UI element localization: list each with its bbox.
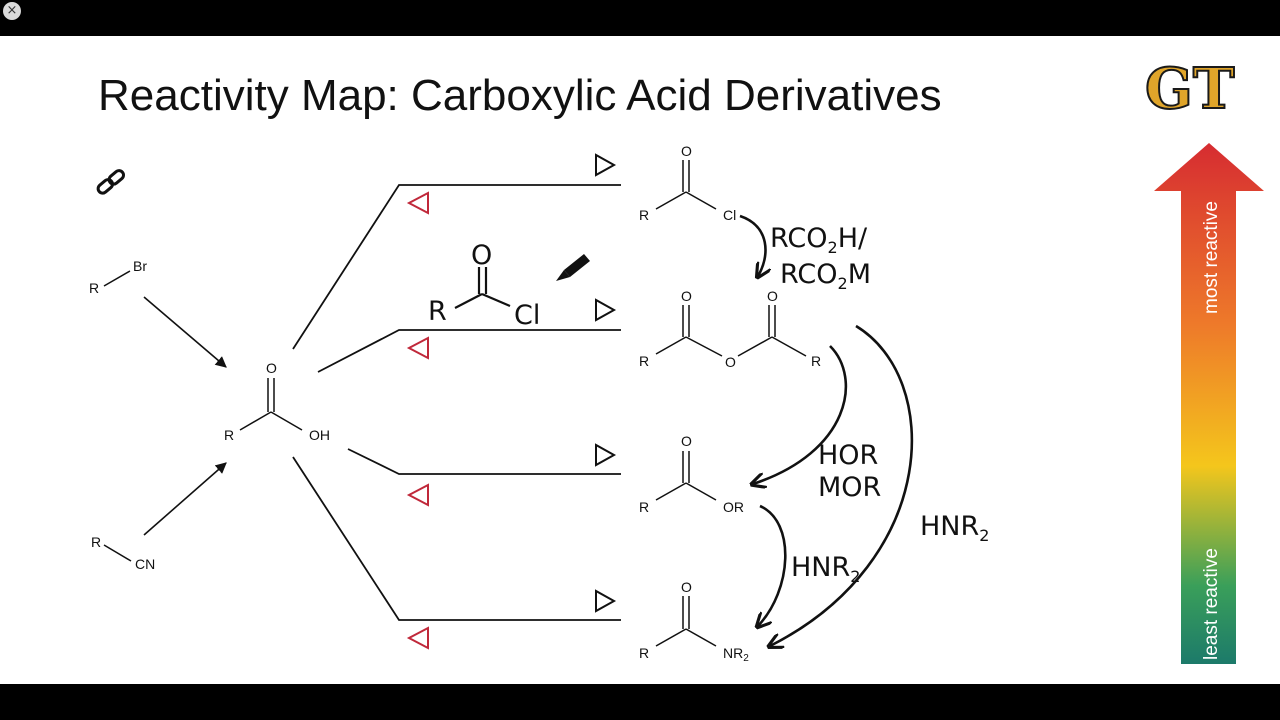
svg-text:CN: CN <box>135 556 155 572</box>
branch-lines <box>292 184 621 621</box>
amide: O R NR2 <box>639 579 749 664</box>
svg-text:R: R <box>811 353 821 369</box>
reverse-triangle-icon <box>406 191 429 215</box>
svg-text:RCO2M: RCO2M <box>780 259 871 293</box>
forward-triangle-icon <box>595 153 617 177</box>
reactivity-bar: most reactive least reactive <box>1154 143 1264 664</box>
svg-text:O: O <box>767 288 778 304</box>
svg-text:O: O <box>725 354 736 370</box>
handwritten-acid-chloride: O R Cl <box>428 240 540 331</box>
reverse-triangle-icons[interactable] <box>406 191 429 650</box>
arrow-chloride-to-anhydride <box>739 214 765 276</box>
svg-text:O: O <box>681 288 692 304</box>
svg-text:R: R <box>639 207 649 223</box>
reverse-triangle-icon <box>406 626 429 650</box>
svg-text:R: R <box>639 645 649 661</box>
anhydride: O O R O R <box>639 288 821 370</box>
arrow-ester-to-amide <box>758 504 787 626</box>
nitrile: R CN <box>91 534 155 572</box>
reverse-triangle-icon <box>406 483 429 507</box>
svg-text:R: R <box>428 296 447 327</box>
slide: Reactivity Map: Carboxylic Acid Derivati… <box>0 36 1280 684</box>
alkyl-bromide: R Br <box>89 258 147 296</box>
svg-text:Cl: Cl <box>514 300 540 331</box>
link-icon[interactable] <box>96 169 126 195</box>
svg-text:R: R <box>224 427 234 443</box>
forward-triangle-icon <box>595 589 617 613</box>
bottom-bar <box>0 684 1280 720</box>
arrow-bromide-to-acid <box>143 296 227 368</box>
svg-text:Cl: Cl <box>723 207 736 223</box>
svg-text:O: O <box>471 240 492 271</box>
svg-text:R: R <box>89 280 99 296</box>
acid-chloride: O R Cl <box>639 143 736 223</box>
svg-text:HOR: HOR <box>818 440 878 471</box>
svg-text:R: R <box>639 353 649 369</box>
svg-text:O: O <box>681 143 692 159</box>
pencil-icon[interactable] <box>556 254 590 281</box>
arrow-anhydride-to-ester <box>753 345 848 484</box>
ester: O R OR <box>639 433 744 515</box>
forward-triangle-icon <box>595 298 617 322</box>
svg-text:O: O <box>681 433 692 449</box>
slide-title: Reactivity Map: Carboxylic Acid Derivati… <box>98 71 942 120</box>
close-button[interactable]: × <box>3 2 21 20</box>
svg-text:RCO2H/: RCO2H/ <box>770 223 868 257</box>
reactivity-arrow <box>1154 143 1264 664</box>
handwritten-arrows <box>739 214 914 646</box>
svg-text:O: O <box>266 360 277 376</box>
arrow-anhydride-to-amide <box>770 324 914 646</box>
least-reactive-label: least reactive <box>1201 548 1222 660</box>
reactivity-map-diagram: GT most reactive least reactive R Br <box>89 55 1264 664</box>
svg-text:Br: Br <box>133 258 147 274</box>
gt-logo: GT <box>1144 55 1236 123</box>
svg-text:GT: GT <box>1145 56 1235 122</box>
svg-text:HNR2: HNR2 <box>791 552 860 586</box>
carboxylic-acid: O R OH <box>224 360 330 443</box>
svg-text:R: R <box>639 499 649 515</box>
forward-triangle-icon <box>595 443 617 467</box>
svg-text:O: O <box>681 579 692 595</box>
svg-text:HNR2: HNR2 <box>920 511 989 545</box>
reverse-triangle-icon <box>406 336 429 360</box>
top-bar: × <box>0 0 1280 36</box>
svg-text:MOR: MOR <box>818 472 881 503</box>
arrow-nitrile-to-acid <box>143 462 227 536</box>
most-reactive-label: most reactive <box>1201 201 1222 314</box>
handwritten-reagents: RCO2H/ RCO2M HOR MOR HNR2 HNR2 <box>770 223 989 586</box>
svg-text:R: R <box>91 534 101 550</box>
svg-text:OH: OH <box>309 427 330 443</box>
svg-text:OR: OR <box>723 499 744 515</box>
forward-triangle-icons[interactable] <box>595 153 617 613</box>
svg-text:NR2: NR2 <box>723 645 749 664</box>
